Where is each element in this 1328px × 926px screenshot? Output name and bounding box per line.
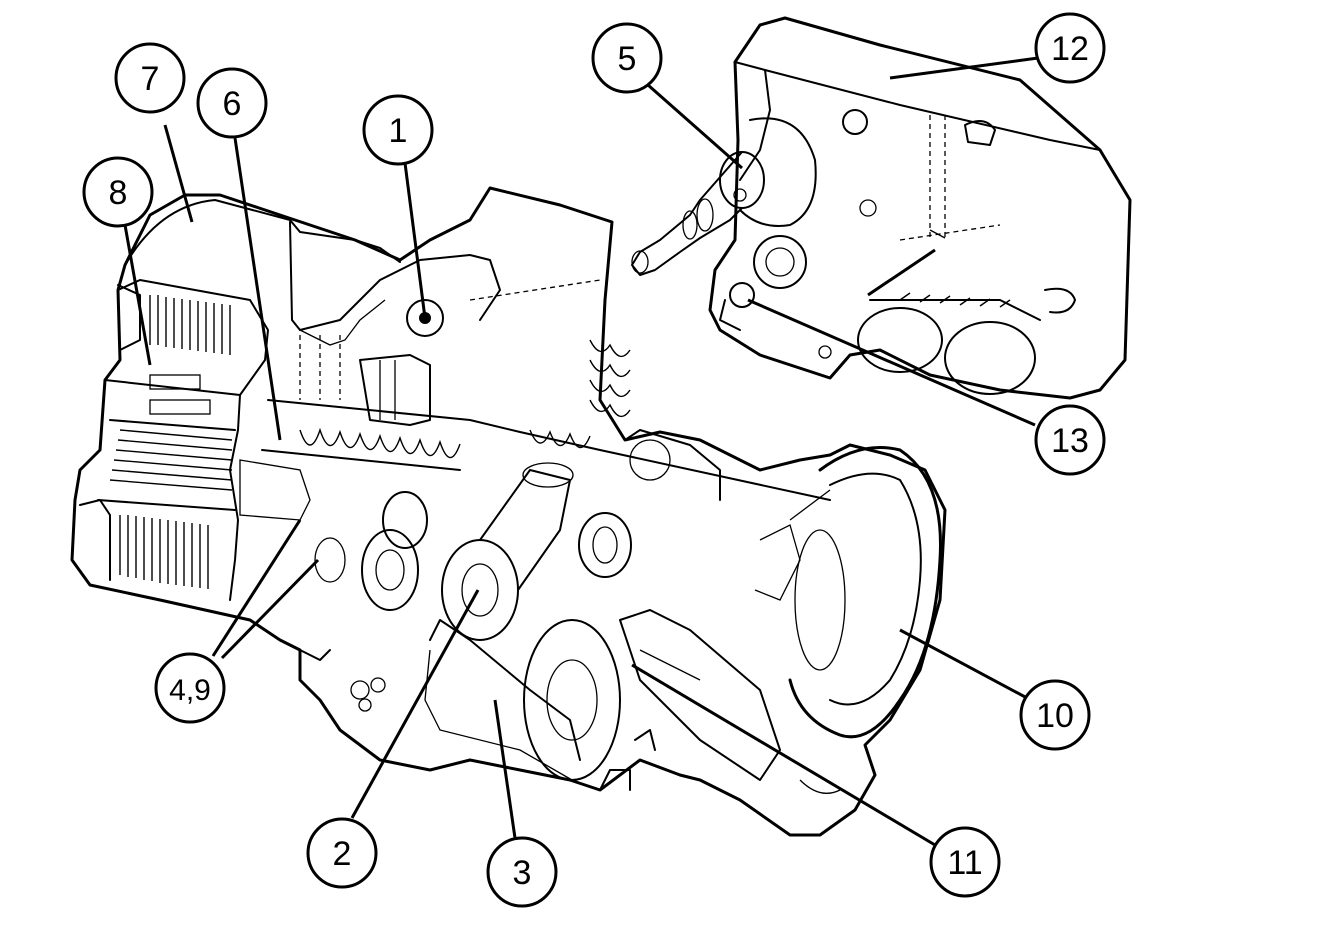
callout-circle-13 bbox=[1034, 404, 1106, 476]
callout-label-5: 5 bbox=[618, 40, 637, 78]
leader-line-7 bbox=[163, 124, 194, 223]
leader-line-5 bbox=[647, 83, 743, 170]
callout-circle-4-9 bbox=[154, 652, 226, 724]
leader-line-11 bbox=[631, 663, 936, 847]
callout-label-8: 8 bbox=[109, 174, 128, 212]
callout-label-2: 2 bbox=[333, 835, 352, 873]
leader-line-2 bbox=[350, 589, 480, 819]
callout-label-12: 12 bbox=[1051, 30, 1089, 68]
callout-label-13: 13 bbox=[1051, 422, 1089, 460]
electronic-module-fins bbox=[79, 279, 269, 601]
callout-label-10: 10 bbox=[1036, 697, 1074, 735]
callout-circle-6 bbox=[196, 67, 268, 139]
callout-label-11: 11 bbox=[947, 844, 982, 882]
leader-line-1 bbox=[403, 162, 427, 319]
callout-label-6: 6 bbox=[223, 85, 242, 123]
transmission-assembly bbox=[70, 186, 947, 837]
callout-circle-1 bbox=[362, 94, 434, 166]
gear-shaft-cutaway bbox=[239, 339, 831, 781]
callout-label-7: 7 bbox=[141, 60, 160, 98]
leader-line-4-9-b bbox=[220, 558, 320, 660]
upper-actuator bbox=[299, 254, 601, 426]
callout-label-4-9: 4,9 bbox=[169, 674, 211, 707]
leader-line-8 bbox=[123, 224, 152, 366]
callout-circle-8 bbox=[82, 156, 154, 228]
leader-line-6 bbox=[233, 137, 282, 441]
callout-circle-3 bbox=[486, 836, 558, 908]
leader-line-3 bbox=[493, 699, 517, 839]
callout-circle-12 bbox=[1034, 12, 1106, 84]
leader-line-13-a bbox=[747, 298, 1036, 427]
output-flange bbox=[754, 446, 942, 739]
leader-line-10 bbox=[899, 628, 1028, 700]
callout-label-3: 3 bbox=[513, 854, 532, 892]
callout-label-1: 1 bbox=[389, 112, 408, 150]
callout-circle-2 bbox=[306, 817, 378, 889]
leader-line-12 bbox=[889, 56, 1039, 80]
callout-circle-5 bbox=[591, 22, 663, 94]
callout-circle-11 bbox=[929, 826, 1001, 898]
callout-circle-10 bbox=[1019, 679, 1091, 751]
pump-housing bbox=[631, 16, 1132, 400]
callout-circle-7 bbox=[114, 42, 186, 114]
leader-line-4-9-a bbox=[211, 519, 302, 657]
leader-line-13-b bbox=[867, 248, 936, 297]
callout-labels: 1 2 3 4,9 5 6 7 8 10 11 12 13 bbox=[82, 12, 1106, 908]
